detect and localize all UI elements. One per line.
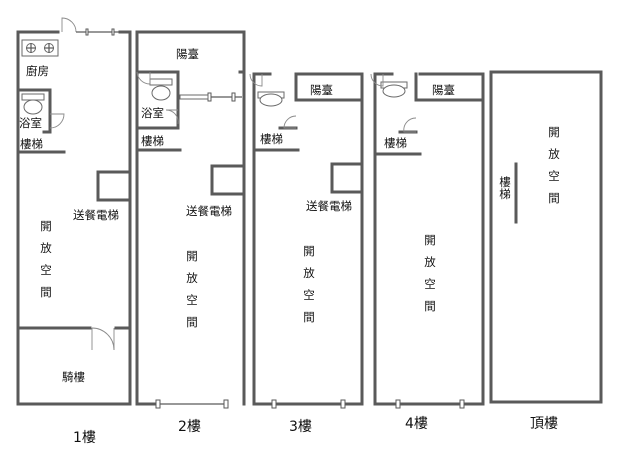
room-label-open: 開放空間 [40, 219, 52, 299]
door-swing-icon [403, 117, 417, 133]
window-icon [395, 399, 401, 409]
room-label-bath: 浴室 [141, 106, 164, 120]
window-icon [111, 28, 115, 36]
partition-icon [179, 94, 209, 100]
door-swing-icon [283, 115, 297, 129]
floor-roof-plan: 樓梯 開放空間 頂樓 [489, 70, 603, 432]
room-label-balcony: 陽臺 [310, 83, 333, 97]
window-icon [459, 399, 465, 409]
floor-label-3: 3樓 [289, 419, 312, 435]
toilet-icon [257, 91, 285, 107]
room-label-stairs: 樓梯 [141, 134, 164, 148]
room-label-lift: 送餐電梯 [186, 204, 232, 218]
room-label-stairs: 樓梯 [20, 137, 43, 151]
floor-label-roof: 頂樓 [530, 416, 558, 432]
window-icon [85, 28, 89, 36]
window-icon [231, 92, 236, 102]
floor-label-1: 1樓 [73, 430, 96, 446]
stove-icon [21, 39, 59, 57]
room-label-balcony: 陽臺 [432, 83, 455, 97]
room-label-open: 開放空間 [424, 233, 436, 313]
floor-1-plan: 廚房 浴室 樓梯 送餐電梯 開放空間 騎樓 1樓 [16, 17, 132, 446]
room-label-bath: 浴室 [19, 116, 42, 130]
floor-3-plan: 陽臺 樓梯 送餐電梯 開放空間 3樓 [249, 72, 364, 435]
room-label-balcony: 陽臺 [176, 47, 199, 61]
door-swing-icon [91, 327, 115, 351]
floor-label-4: 4樓 [405, 416, 428, 432]
door-swing-icon [61, 17, 77, 33]
door-swing-icon [49, 113, 65, 129]
room-label-lift: 送餐電梯 [73, 208, 119, 222]
room-label-lift: 送餐電梯 [306, 199, 352, 213]
room-label-open: 開放空間 [548, 125, 560, 205]
door-swing-icon [370, 73, 384, 87]
room-label-arcade: 騎樓 [62, 370, 85, 384]
room-label-stairs: 樓梯 [384, 136, 407, 150]
room-label-kitchen: 廚房 [26, 64, 49, 78]
toilet-icon [21, 93, 45, 115]
floor-2-plan: 陽臺 浴室 樓梯 送餐電梯 開放空間 2樓 [135, 30, 246, 435]
door-swing-icon [249, 73, 263, 87]
room-label-open: 開放空間 [303, 244, 315, 324]
window-icon [271, 399, 277, 409]
toilet-icon [380, 81, 408, 98]
room-label-stairs: 樓梯 [499, 175, 511, 201]
door-swing-icon [136, 71, 151, 85]
floor-4-plan: 陽臺 樓梯 開放空間 4樓 [370, 72, 485, 432]
floor-label-2: 2樓 [178, 419, 201, 435]
window-icon [340, 399, 346, 409]
toilet-icon [149, 78, 173, 101]
window-icon [223, 399, 229, 409]
window-icon [155, 399, 161, 409]
room-label-stairs: 樓梯 [260, 132, 283, 146]
room-label-open: 開放空間 [186, 249, 198, 329]
door-swing-icon [165, 109, 179, 125]
